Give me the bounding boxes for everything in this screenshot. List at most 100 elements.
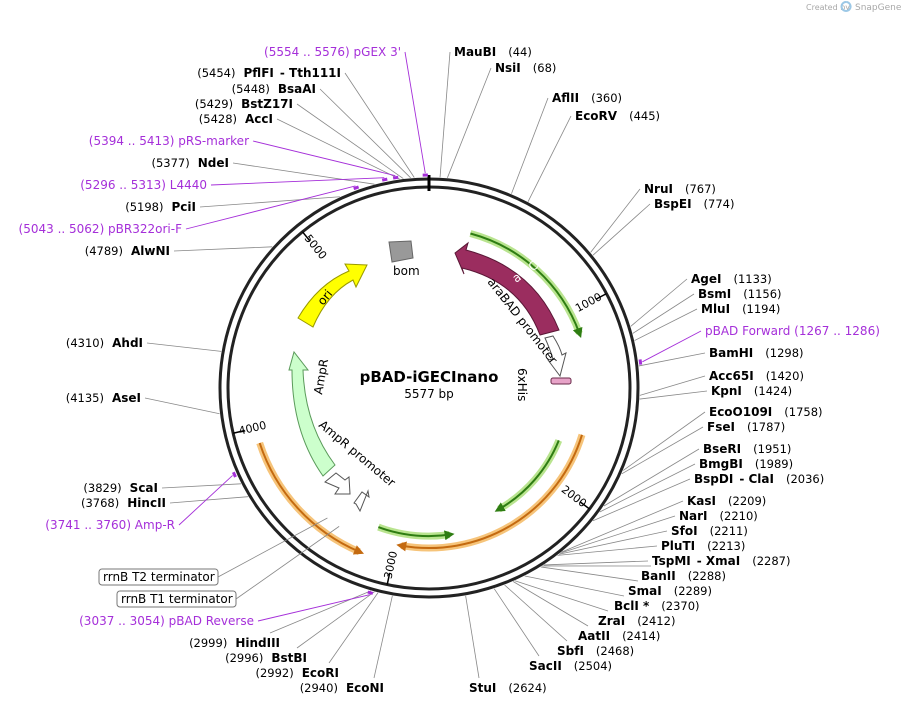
AmpR-feature[interactable] xyxy=(288,350,336,477)
svg-text:(2992)EcoRI: (2992)EcoRI xyxy=(255,666,339,680)
site-label-PflFI[interactable]: (5454)PflFI- Tth111I xyxy=(197,66,341,80)
site-position: (1133) xyxy=(733,272,771,286)
site-position: (2624) xyxy=(508,681,546,695)
bom-feature[interactable] xyxy=(388,240,414,263)
site-label-PciI[interactable]: (5198)PciI xyxy=(125,200,196,214)
site-position: (2036) xyxy=(786,472,824,486)
ori-feature[interactable] xyxy=(297,263,368,328)
primer-label[interactable]: (3741 .. 3760) Amp-R xyxy=(45,518,175,532)
site-label-BanII[interactable]: BanII(2288) xyxy=(641,569,726,583)
site-label-EcoO109I[interactable]: EcoO109I(1758) xyxy=(709,405,823,419)
site-label-HindIII[interactable]: (2999)HindIII xyxy=(189,636,280,650)
svg-text:BanII(2288): BanII(2288) xyxy=(641,569,726,583)
site-label-AseI[interactable]: (4135)AseI xyxy=(66,391,141,405)
site-label-EcoRI[interactable]: (2992)EcoRI xyxy=(255,666,339,680)
site-label-SfoI[interactable]: SfoI(2211) xyxy=(671,524,748,538)
AmpR-promoter-arrow-1 xyxy=(324,472,351,495)
site-name: StuI xyxy=(469,681,496,695)
primer-mark xyxy=(353,185,360,191)
site-name: PciI xyxy=(172,200,197,214)
site-label-NarI[interactable]: NarI(2210) xyxy=(679,509,758,523)
site-label-BspEI[interactable]: BspEI(774) xyxy=(654,197,734,211)
leader-line xyxy=(560,515,676,554)
site-label-SbfI[interactable]: SbfI(2468) xyxy=(557,644,634,658)
svg-text:(5377)NdeI: (5377)NdeI xyxy=(152,156,230,170)
site-label-BmgBI[interactable]: BmgBI(1989) xyxy=(699,457,793,471)
site-label-SmaI[interactable]: SmaI(2289) xyxy=(628,584,712,598)
site-label-AatII[interactable]: AatII(2414) xyxy=(578,629,660,643)
site-label-BstBI[interactable]: (2996)BstBI xyxy=(225,651,307,665)
leader-line xyxy=(592,203,651,256)
site-label-BstZ17I[interactable]: (5429)BstZ17I xyxy=(195,97,293,111)
leader-line xyxy=(632,293,695,334)
his-tag-feature xyxy=(550,377,572,385)
site-label-FseI[interactable]: FseI(1787) xyxy=(707,420,785,434)
site-label-SacII[interactable]: SacII(2504) xyxy=(529,659,612,673)
site-name: NsiI xyxy=(495,61,521,75)
site-label-BsaAI[interactable]: (5448)BsaAI xyxy=(232,82,316,96)
site-position: (1758) xyxy=(784,405,822,419)
leader-line xyxy=(328,592,379,664)
site-position: (774) xyxy=(704,197,735,211)
site-label-ZraI[interactable]: ZraI(2412) xyxy=(598,614,675,628)
araC-feature[interactable] xyxy=(454,241,560,336)
site-label-AlwNI[interactable]: (4789)AlwNI xyxy=(85,244,170,258)
tick-label: 2000 xyxy=(559,483,589,510)
site-label-AhdI[interactable]: (4310)AhdI xyxy=(66,336,143,350)
site-label-NsiI[interactable]: NsiI(68) xyxy=(495,61,556,75)
primer-leader xyxy=(642,330,702,363)
site-label-AgeI[interactable]: AgeI(1133) xyxy=(691,272,772,286)
site-label-AflII[interactable]: AflII(360) xyxy=(552,91,622,105)
svg-text:BclI *(2370): BclI *(2370) xyxy=(614,599,700,613)
svg-text:BseRI(1951): BseRI(1951) xyxy=(703,442,791,456)
site-position: (1156) xyxy=(743,287,781,301)
primer-label[interactable]: pBAD Forward (1267 .. 1286) xyxy=(705,324,880,338)
primer-label[interactable]: (5296 .. 5313) L4440 xyxy=(80,178,207,192)
site-label-BamHI[interactable]: BamHI(1298) xyxy=(709,346,804,360)
primer-label[interactable]: (5554 .. 5576) pGEX 3' xyxy=(264,45,401,59)
svg-text:NruI(767): NruI(767) xyxy=(644,182,716,196)
green-arc-3 xyxy=(378,526,455,541)
site-label-HincII[interactable]: (3768)HincII xyxy=(81,496,166,510)
terminator-label[interactable]: rrnB T2 terminator xyxy=(98,517,328,586)
site-name: PflFI xyxy=(244,66,274,80)
site-name: BspDI xyxy=(694,472,733,486)
site-label-NdeI[interactable]: (5377)NdeI xyxy=(152,156,230,170)
leader-line xyxy=(639,390,708,400)
site-name: BclI * xyxy=(614,599,650,613)
primer-label[interactable]: (5394 .. 5413) pRS-marker xyxy=(89,134,249,148)
site-position: (360) xyxy=(591,91,622,105)
site-label-TspMI[interactable]: TspMI- XmaI(2287) xyxy=(652,554,790,568)
site-label-MluI[interactable]: MluI(1194) xyxy=(701,302,780,316)
svg-text:SacII(2504): SacII(2504) xyxy=(529,659,612,673)
primer-mark xyxy=(381,177,388,182)
right-site-labels: MauBI(44) NsiI(68) AflII(360) EcoRV(445) Nru… xyxy=(454,45,824,695)
site-label-ScaI[interactable]: (3829)ScaI xyxy=(83,481,158,495)
site-label-BclI[interactable]: BclI *(2370) xyxy=(614,599,700,613)
site-position: (5377) xyxy=(152,156,190,170)
primer-text: (5043 .. 5062) pBR322ori-F xyxy=(19,222,183,236)
primer-label[interactable]: (5043 .. 5062) pBR322ori-F xyxy=(19,222,183,236)
site-label-BsmI[interactable]: BsmI(1156) xyxy=(698,287,782,301)
green-arc-halo-2 xyxy=(497,439,563,513)
svg-text:(4135)AseI: (4135)AseI xyxy=(66,391,141,405)
site-label-BspDI[interactable]: BspDI- ClaI(2036) xyxy=(694,472,824,486)
site-label-KpnI[interactable]: KpnI(1424) xyxy=(711,384,792,398)
site-label-BseRI[interactable]: BseRI(1951) xyxy=(703,442,791,456)
site-label-NruI[interactable]: NruI(767) xyxy=(644,182,716,196)
site-label-Acc65I[interactable]: Acc65I(1420) xyxy=(709,369,804,383)
svg-text:TspMI- XmaI(2287): TspMI- XmaI(2287) xyxy=(652,554,790,568)
site-label-AccI[interactable]: (5428)AccI xyxy=(199,112,273,126)
site-label-EcoRV[interactable]: EcoRV(445) xyxy=(575,109,660,123)
site-label-PluTI[interactable]: PluTI(2213) xyxy=(661,539,745,553)
site-label-KasI[interactable]: KasI(2209) xyxy=(687,494,766,508)
terminator-label[interactable]: rrnB T1 terminator xyxy=(116,526,340,608)
svg-text:KasI(2209): KasI(2209) xyxy=(687,494,766,508)
leader-line xyxy=(504,584,568,642)
site-label-StuI[interactable]: StuI (2624) xyxy=(469,681,547,695)
site-label-EcoNI[interactable]: (2940)EcoNI xyxy=(300,681,384,695)
primer-label[interactable]: (3037 .. 3054) pBAD Reverse xyxy=(79,614,254,628)
leader-line xyxy=(276,118,400,180)
site-label-MauBI[interactable]: MauBI(44) xyxy=(454,45,532,59)
